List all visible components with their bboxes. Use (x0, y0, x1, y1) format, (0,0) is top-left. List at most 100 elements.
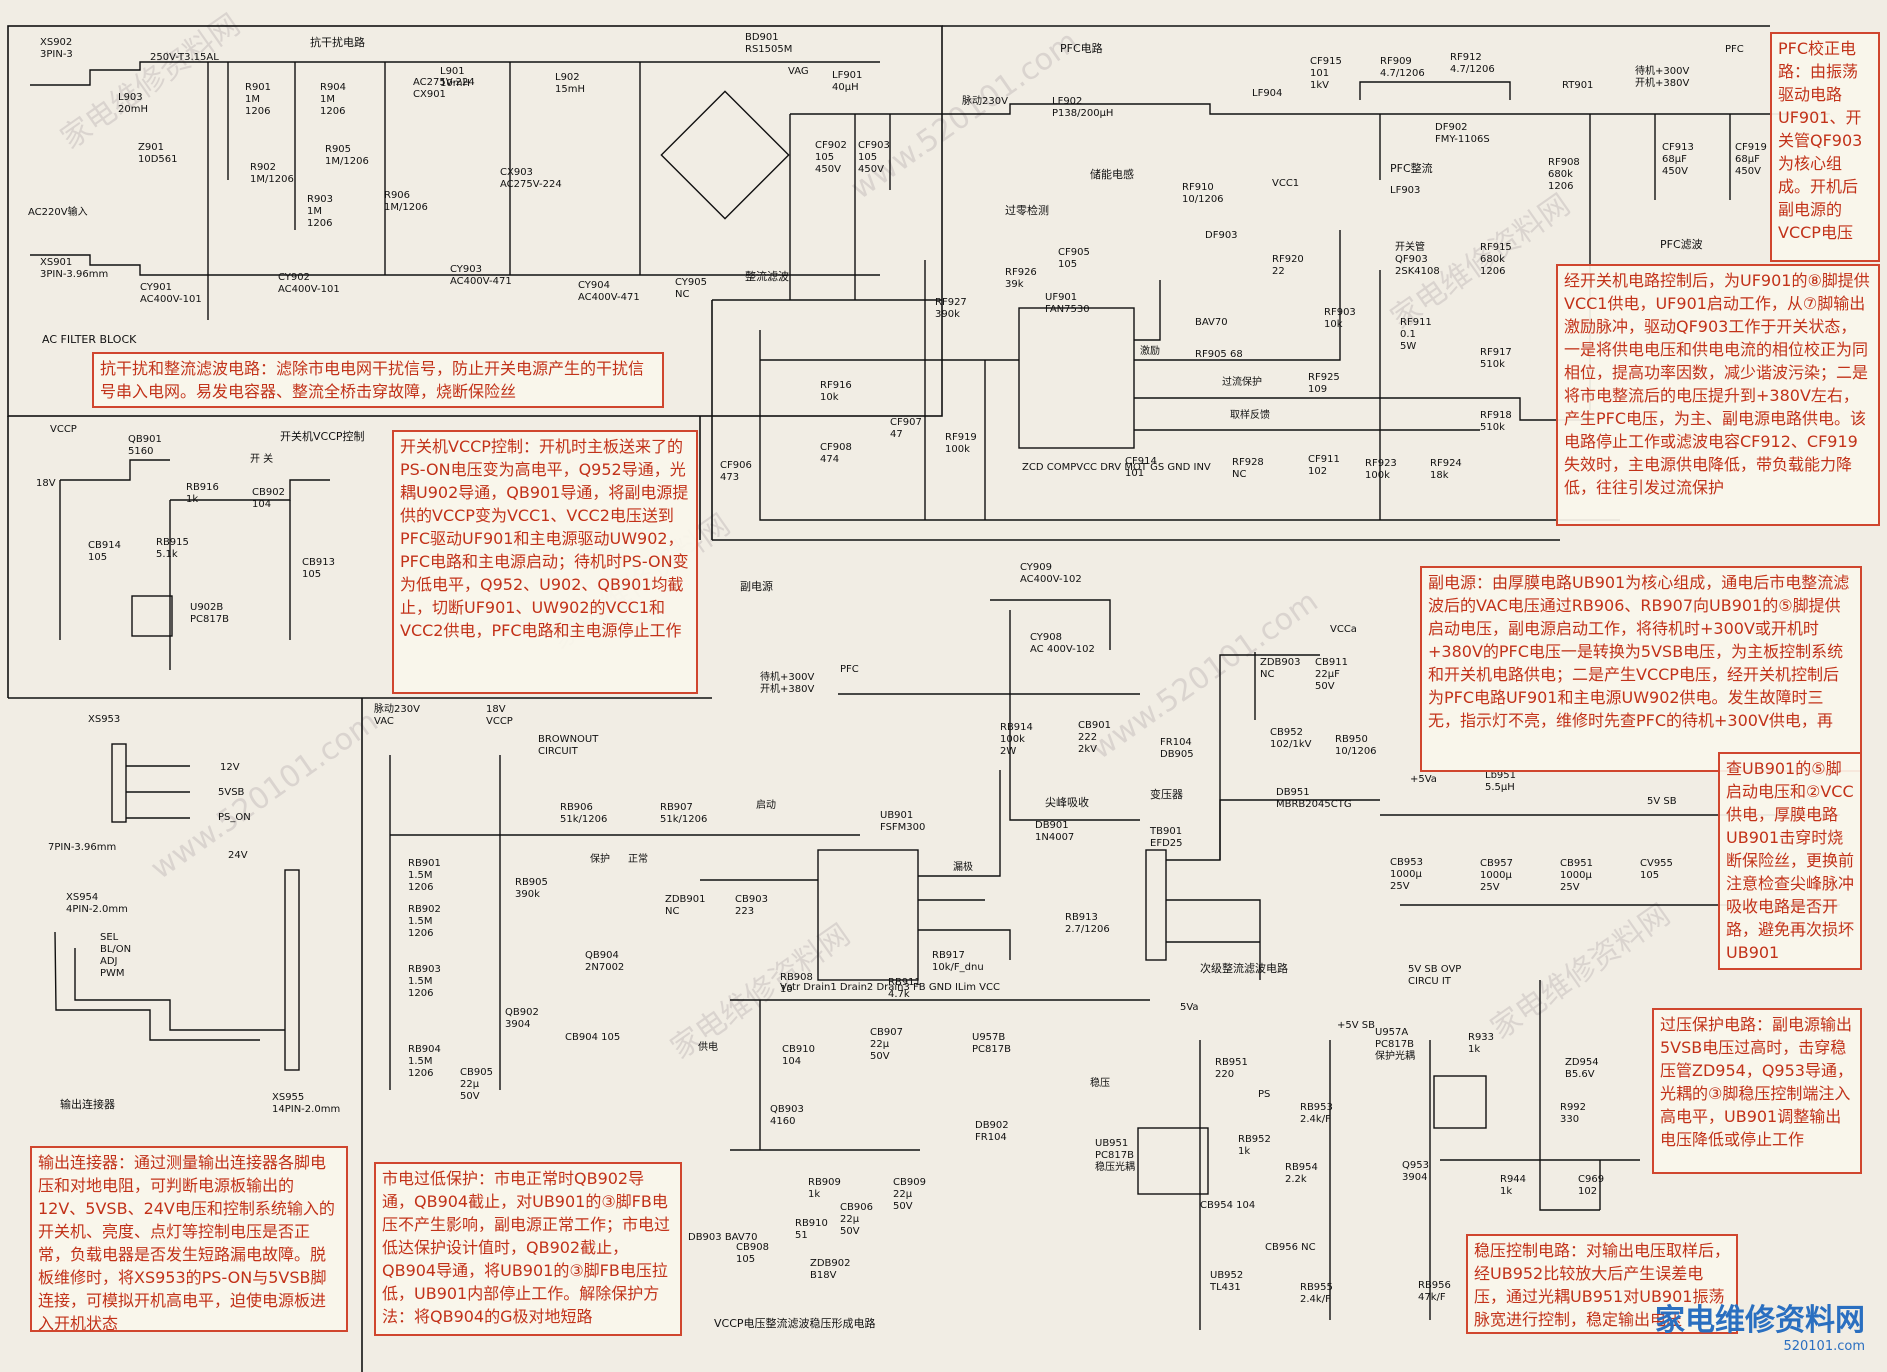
signal-label-on-off: 开 关 (250, 452, 273, 465)
component-label-xs953_pins: 7PIN-3.96mm (48, 842, 116, 853)
logo-url: 520101.com (1783, 1339, 1865, 1354)
section-title-vccp-reg: VCCP电压整流滤波稳压形成电路 (714, 1316, 876, 1330)
component-label-p5vsb: +5V SB (1337, 1020, 1375, 1031)
signal-label-excite: 激励 (1140, 344, 1160, 357)
wiring (30, 61, 1840, 1330)
note-aux: 副电源：由厚膜电路UB901为核心组成，通电后市电整流滤波后的VAC电压通过RB… (1420, 566, 1862, 772)
component-label-v18: 18V (36, 478, 56, 489)
component-label-pulse230: 脉动230V (962, 94, 1008, 107)
signal-label-regulate: 稳压 (1090, 1076, 1110, 1089)
watermark: 家电维修资料网 (55, 7, 247, 156)
component-label-db903: DB903 BAV70 (688, 1232, 757, 1243)
watermark: www.520101.com (845, 24, 1085, 207)
signal-label-normal: 正常 (628, 852, 648, 865)
note-reg: 稳压控制电路：对输出电压取样后，经UB952比较放大后产生误差电压，通过光耦UB… (1466, 1234, 1738, 1334)
section-borders (7, 25, 1770, 1372)
signal-label-overcurrent: 过流保护 (1222, 375, 1262, 388)
section-title-vccp-ctrl: 开关机VCCP控制 (280, 429, 365, 443)
note-brownout: 市电过低保护：市电正常时QB902导通，QB904截止，对UB901的③脚FB电… (374, 1162, 682, 1336)
component-label-p5va: +5Va (1410, 774, 1437, 785)
signal-label-supply: 供电 (698, 1040, 718, 1053)
component-label-rf905: RF905 68 (1195, 349, 1243, 360)
label-overcurrent-detect: 过零检测 (1005, 203, 1049, 217)
note-emi: 抗干扰和整流滤波电路：滤除市电电网干扰信号，防止开关电源产生的干扰信号串入电网。… (92, 352, 664, 408)
label-store-inductor: 储能电感 (1090, 167, 1134, 181)
component-label-lf903: LF903 (1390, 185, 1420, 196)
note-pfc-main: 经开关机电路控制后，为UF901的⑧脚提供VCC1供电，UF901启动工作，从⑦… (1556, 264, 1880, 526)
site-logo: 家电维修资料网 520101.com (1655, 1295, 1865, 1354)
section-title-pfc: PFC电路 (1060, 42, 1103, 55)
section-title-secondary: 次级整流滤波电路 (1200, 961, 1288, 975)
section-labels: 抗干扰电路 AC FILTER BLOCK PFC电路 开关机VCCP控制 副电… (42, 35, 1703, 1330)
component-label-fuse: 250V-T3.15AL (150, 52, 219, 63)
section-title-ac-filter: AC FILTER BLOCK (42, 333, 137, 346)
component-label-vcca: VCCa (1330, 624, 1357, 635)
signal-label-pfc-in: PFC (840, 664, 859, 675)
